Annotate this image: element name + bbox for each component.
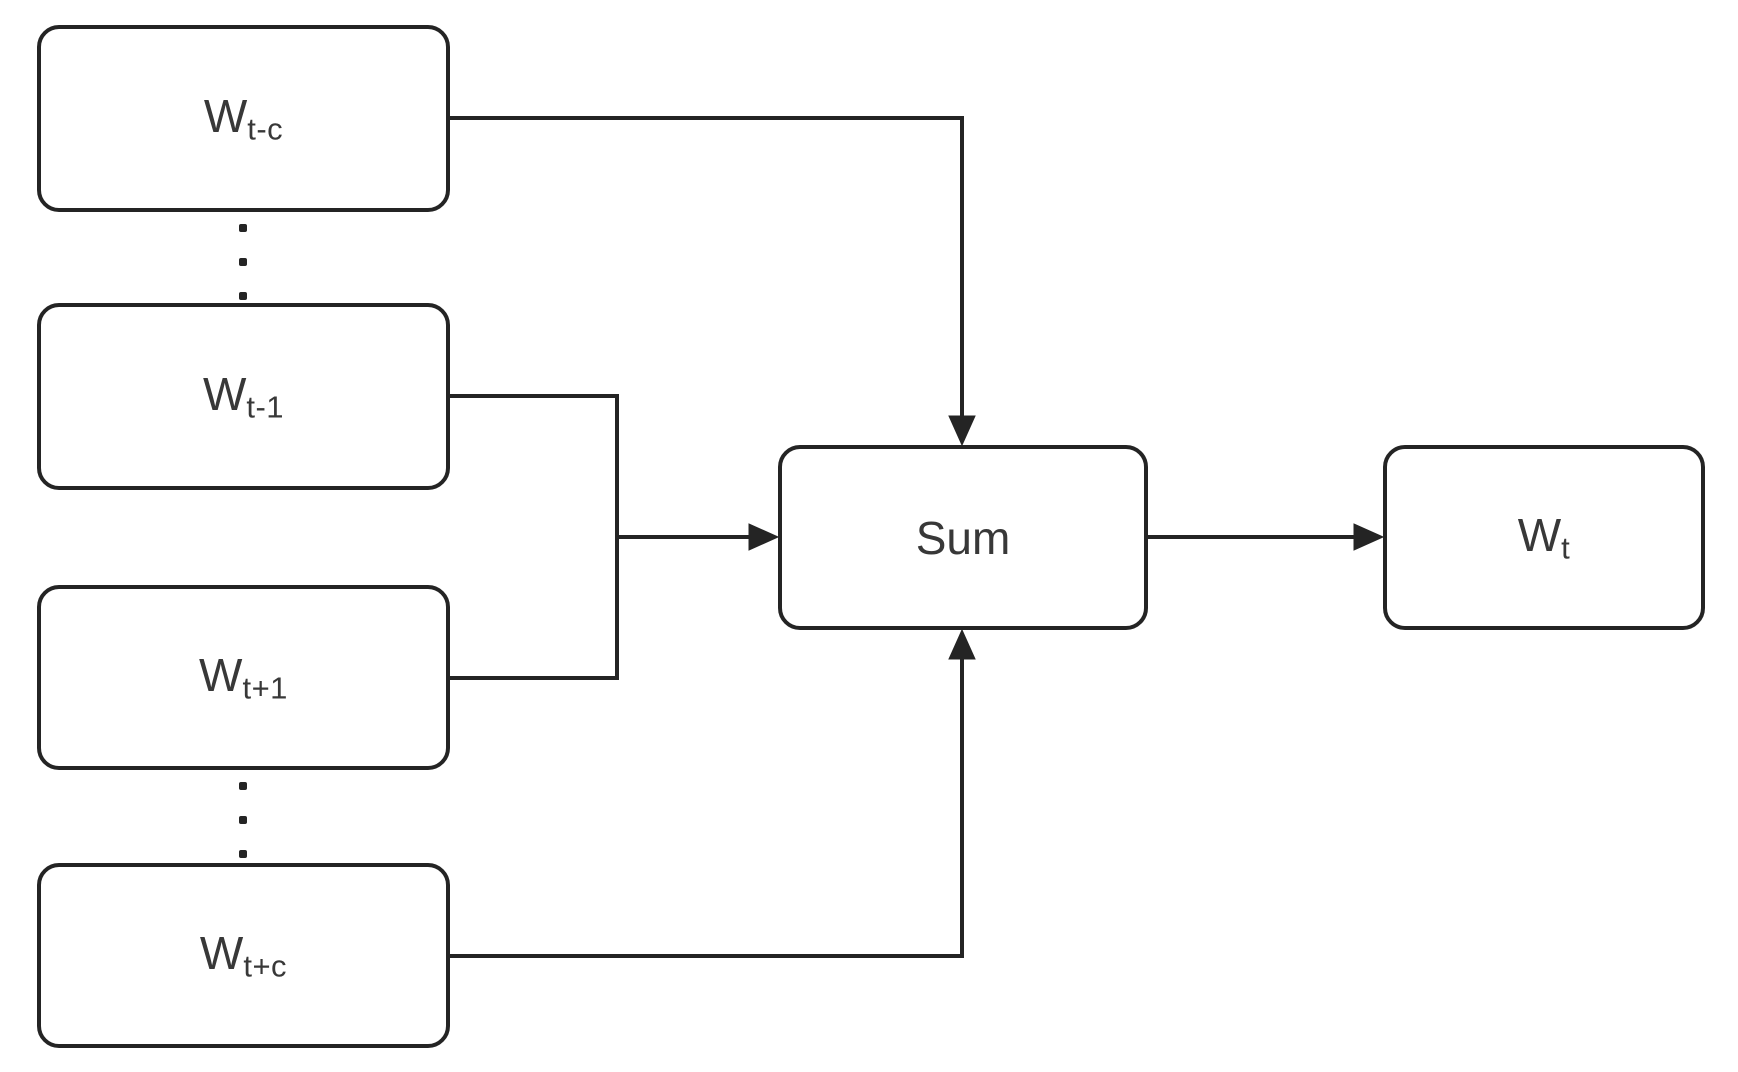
node-w-t-main: W — [1517, 508, 1562, 561]
dot — [239, 782, 247, 790]
node-w-t-minus-1-sub: t-1 — [246, 389, 285, 425]
node-w-t-label: Wt — [1518, 512, 1571, 563]
dot — [239, 292, 247, 300]
node-w-t-plus-c-sub: t+c — [243, 948, 288, 984]
node-w-t-sub: t — [1561, 530, 1571, 566]
node-w-t-minus-1-main: W — [202, 367, 247, 420]
node-w-t-plus-c-main: W — [199, 926, 244, 979]
node-w-t-plus-1-label: Wt+1 — [199, 652, 288, 703]
node-w-t-plus-c-label: Wt+c — [200, 930, 287, 981]
node-w-t-plus-c: Wt+c — [37, 863, 450, 1048]
node-w-t-minus-c-sub: t-c — [247, 111, 284, 147]
node-w-t-minus-1: Wt-1 — [37, 303, 450, 490]
arrowhead-into-sum-top — [948, 415, 976, 447]
dot — [239, 816, 247, 824]
node-w-t-minus-c-label: Wt-c — [204, 93, 283, 144]
node-w-t-plus-1-main: W — [199, 648, 243, 701]
connector-wtc-plus-to-sum — [450, 656, 964, 958]
node-w-t: Wt — [1383, 445, 1705, 630]
dot — [239, 224, 247, 232]
dot — [239, 258, 247, 266]
arrowhead-into-sum-bottom — [948, 628, 976, 660]
node-sum-label: Sum — [915, 511, 1011, 564]
connector-wtc-minus-to-sum — [450, 116, 964, 419]
node-w-t-minus-c-main: W — [203, 89, 248, 142]
node-w-t-plus-1: Wt+1 — [37, 585, 450, 770]
arrowhead-into-sum-left — [748, 523, 780, 551]
node-w-t-plus-1-sub: t+1 — [242, 670, 288, 706]
dot — [239, 850, 247, 858]
node-sum: Sum — [778, 445, 1148, 630]
arrowhead-into-wt — [1353, 523, 1385, 551]
ellipsis-dots-lower — [239, 782, 247, 858]
connector-merged-to-sum — [450, 394, 752, 680]
node-w-t-minus-1-label: Wt-1 — [203, 371, 284, 422]
node-w-t-minus-c: Wt-c — [37, 25, 450, 212]
ellipsis-dots-upper — [239, 224, 247, 300]
